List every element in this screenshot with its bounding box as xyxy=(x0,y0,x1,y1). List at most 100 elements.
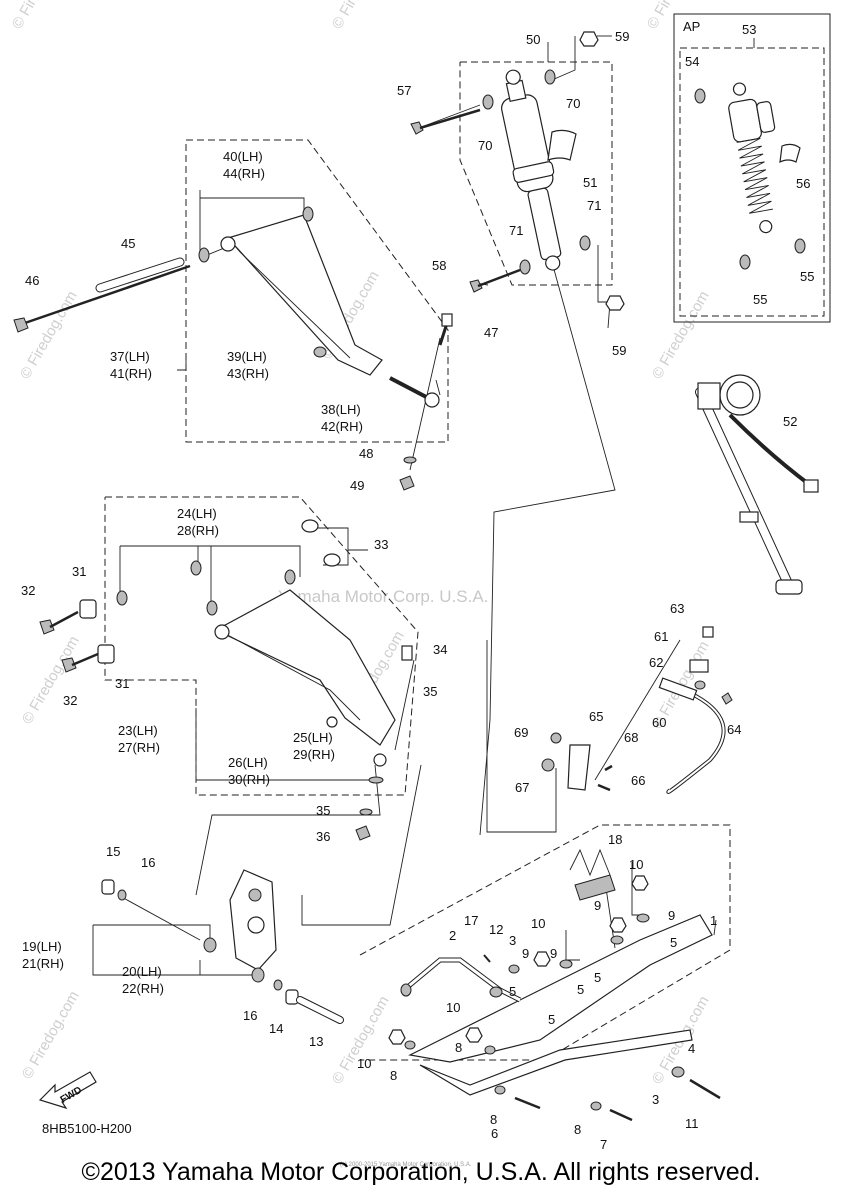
callout-48: 48 xyxy=(359,446,373,461)
watermark-firedog: © Firedog.com xyxy=(329,993,393,1087)
callout-29: 29(RH) xyxy=(293,747,335,762)
ski-group-outline xyxy=(359,824,731,1061)
callout-5: 5 xyxy=(670,935,677,950)
callout-40: 40(LH) xyxy=(223,149,263,164)
callout-37: 37(LH) xyxy=(110,349,150,364)
shock-collars xyxy=(482,69,591,275)
callout-5: 5 xyxy=(509,984,516,999)
callout-42: 42(RH) xyxy=(321,419,363,434)
callout-8: 8 xyxy=(455,1040,462,1055)
callout-3: 3 xyxy=(509,933,516,948)
inset-inner-outline xyxy=(679,47,825,317)
ski-fasteners xyxy=(388,875,721,1122)
copyright-notice: ©2013 Yamaha Motor Corporation, U.S.A. A… xyxy=(81,1158,761,1186)
callout-32: 32 xyxy=(63,693,77,708)
callout-12: 12 xyxy=(489,922,503,937)
callout-69: 69 xyxy=(514,725,528,740)
callout-36: 36 xyxy=(316,829,330,844)
watermark-group: © Firedog.com © Firedog.com © Firedog.co… xyxy=(9,0,713,1087)
callout-19: 19(LH) xyxy=(22,939,62,954)
callout-14: 14 xyxy=(269,1021,283,1036)
watermark-firedog: © Firedog.com xyxy=(19,633,83,727)
callout-63: 63 xyxy=(670,601,684,616)
callout-57: 57 xyxy=(397,83,411,98)
callout-55: 55 xyxy=(800,269,814,284)
shock-bolts xyxy=(410,108,521,293)
callout-28: 28(RH) xyxy=(177,523,219,538)
callout-1: 1 xyxy=(710,913,717,928)
callout-31: 31 xyxy=(115,676,129,691)
callout-9: 9 xyxy=(550,946,557,961)
callout-6: 6 xyxy=(491,1126,498,1141)
callout-59: 59 xyxy=(612,343,626,358)
fwd-arrow: FWD xyxy=(38,1071,97,1110)
callout-8: 8 xyxy=(490,1112,497,1127)
callout-35: 35 xyxy=(316,803,330,818)
shock-cover-51 xyxy=(547,129,577,161)
ski-wear-block-18 xyxy=(574,874,616,901)
callout-64: 64 xyxy=(727,722,741,737)
callout-47: 47 xyxy=(484,325,498,340)
callout-5: 5 xyxy=(548,1012,555,1027)
callout-66: 66 xyxy=(631,773,645,788)
callout-52: 52 xyxy=(783,414,797,429)
upper-arm-group-outline xyxy=(185,139,449,443)
callout-61: 61 xyxy=(654,629,668,644)
watermark-firedog: © Firedog.com xyxy=(329,0,393,32)
callout-54: 54 xyxy=(685,54,699,69)
callout-50: 50 xyxy=(526,32,540,47)
callout-71: 71 xyxy=(509,223,523,238)
callout-10: 10 xyxy=(531,916,545,931)
gauge-tool xyxy=(695,374,819,595)
cable xyxy=(541,626,733,794)
callout-9: 9 xyxy=(668,908,675,923)
callout-67: 67 xyxy=(515,780,529,795)
callout-26: 26(LH) xyxy=(228,755,268,770)
callout-16: 16 xyxy=(243,1008,257,1023)
callout-24: 24(LH) xyxy=(177,506,217,521)
callout-41: 41(RH) xyxy=(110,366,152,381)
callout-70: 70 xyxy=(566,96,580,111)
callout-30: 30(RH) xyxy=(228,772,270,787)
callout-4: 4 xyxy=(688,1041,695,1056)
callout-38: 38(LH) xyxy=(321,402,361,417)
callout-46: 46 xyxy=(25,273,39,288)
callout-3: 3 xyxy=(652,1092,659,1107)
fine-print: (c) 2000-2015 Yamaha Motor Corporation, … xyxy=(340,1162,472,1168)
shock-absorber xyxy=(410,31,625,311)
callout-5: 5 xyxy=(594,970,601,985)
spindle-bracket xyxy=(101,869,344,1024)
inset-number: 53 xyxy=(742,22,756,37)
callout-10: 10 xyxy=(357,1056,371,1071)
callout-2: 2 xyxy=(449,928,456,943)
watermark-firedog: © Firedog.com xyxy=(17,288,81,382)
callout-21: 21(RH) xyxy=(22,956,64,971)
callout-59: 59 xyxy=(615,29,629,44)
diagram-code: 8HB5100-H200 xyxy=(42,1121,132,1136)
inset-shock xyxy=(694,82,806,270)
callout-8: 8 xyxy=(574,1122,581,1137)
callout-58: 58 xyxy=(432,258,446,273)
callout-10: 10 xyxy=(629,857,643,872)
callout-32: 32 xyxy=(21,583,35,598)
callout-15: 15 xyxy=(106,844,120,859)
callout-20: 20(LH) xyxy=(122,964,162,979)
callout-65: 65 xyxy=(589,709,603,724)
callout-62: 62 xyxy=(649,655,663,670)
group-outlines xyxy=(104,13,831,1061)
callout-34: 34 xyxy=(433,642,447,657)
bellcrank-65 xyxy=(567,744,591,791)
callout-33: 33 xyxy=(374,537,388,552)
callout-70: 70 xyxy=(478,138,492,153)
shock-group-outline xyxy=(459,61,613,286)
callout-17: 17 xyxy=(464,913,478,928)
watermark-firedog: © Firedog.com xyxy=(649,288,713,382)
lower-arm-group-outline xyxy=(104,496,419,796)
callout-9: 9 xyxy=(522,946,529,961)
callout-43: 43(RH) xyxy=(227,366,269,381)
callout-27: 27(RH) xyxy=(118,740,160,755)
upper-a-arm xyxy=(13,206,453,491)
callout-23: 23(LH) xyxy=(118,723,158,738)
callout-10: 10 xyxy=(446,1000,460,1015)
callout-56: 56 xyxy=(796,176,810,191)
